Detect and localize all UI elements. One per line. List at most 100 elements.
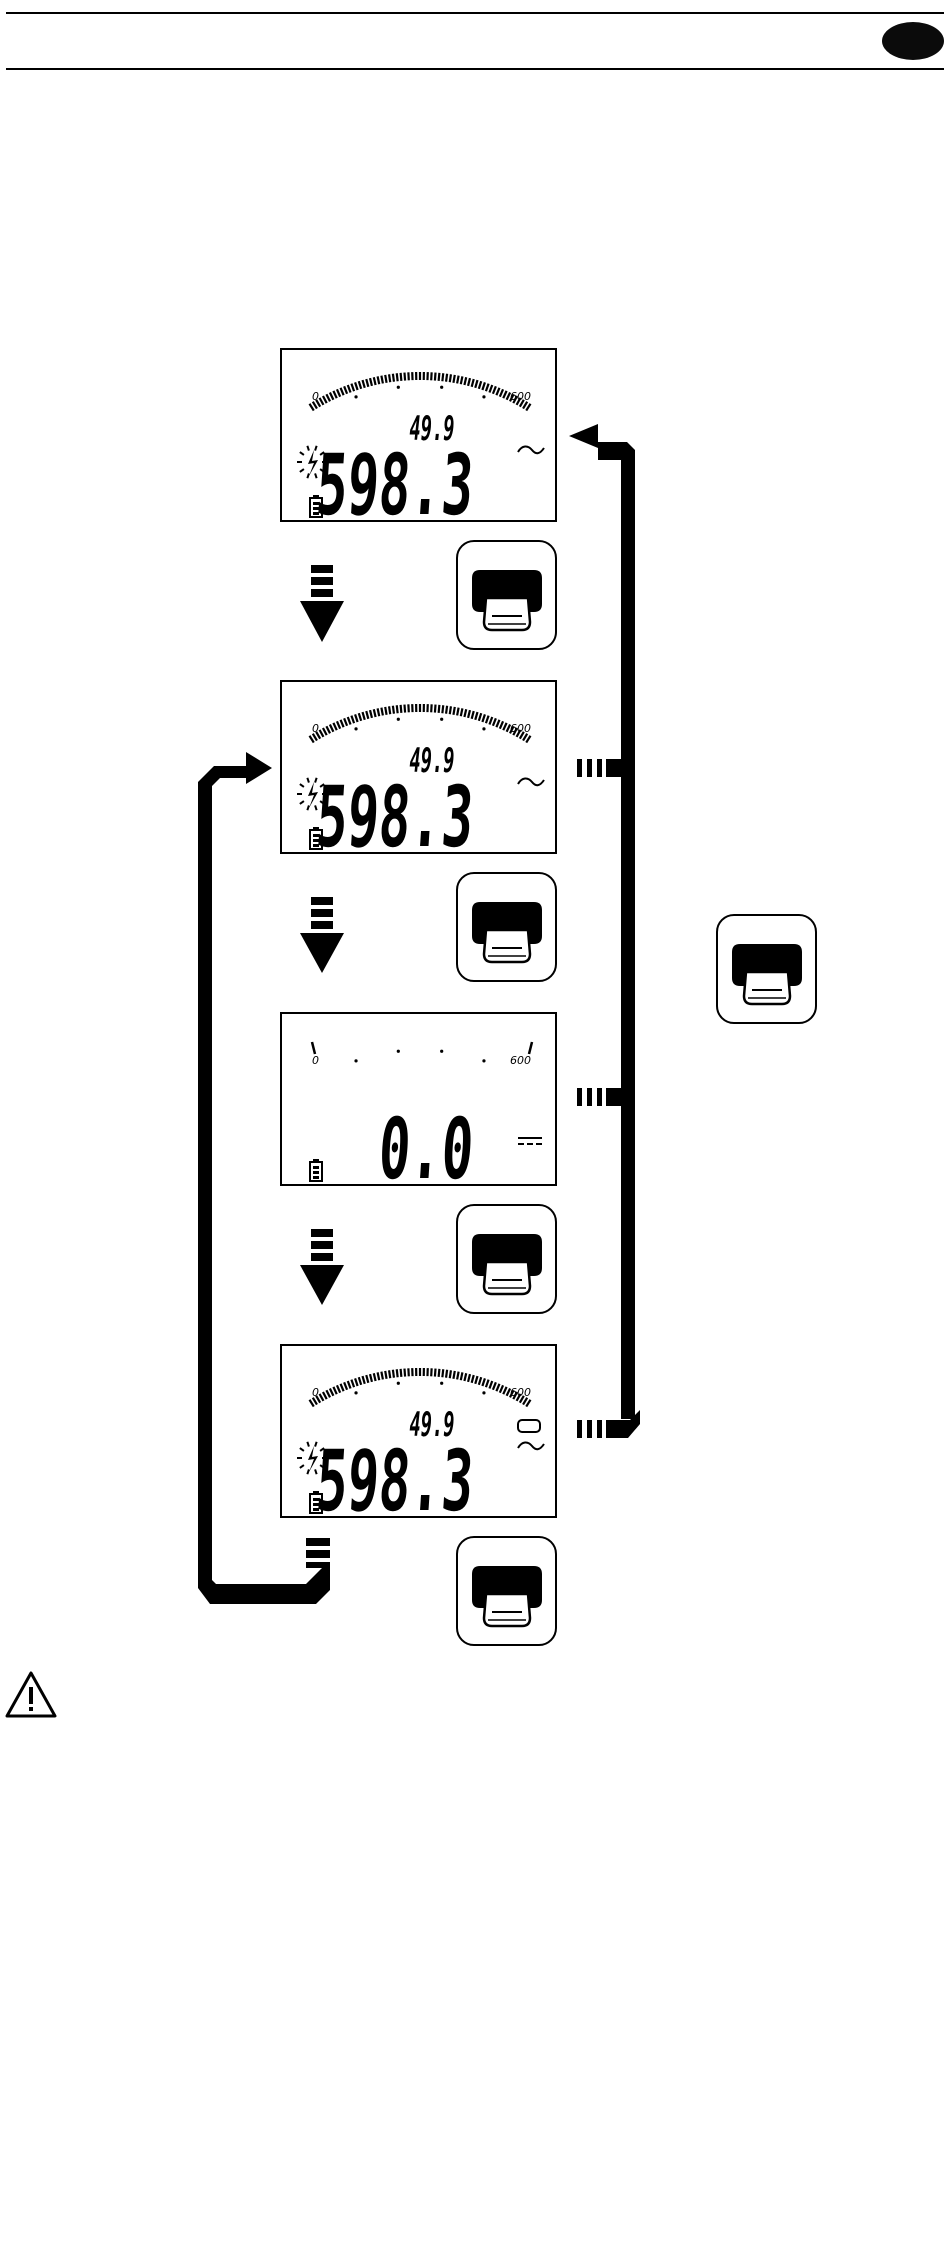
bargraph-segment [475,712,477,720]
dashed-stub-2 [577,1088,621,1106]
bargraph-segment [333,723,336,730]
bargraph-segment [378,708,380,716]
bargraph-segment [503,1387,506,1394]
scale-dot [482,1059,485,1062]
function-key-2[interactable] [456,872,557,982]
bargraph-segment [446,374,447,382]
bargraph-segment [320,1394,324,1401]
bargraph-segment [453,1371,454,1379]
scale-dot [397,1050,400,1053]
bargraph-segment [464,709,466,717]
bargraph-segment [326,394,330,401]
bargraph-segment [450,1370,451,1378]
scale-dot [482,727,485,730]
bargraph-segment [453,707,454,715]
bargraph-segment [461,376,463,384]
bargraph-segment [435,373,436,381]
bargraph-segment [330,393,333,400]
bargraph-segment [333,391,336,398]
bargraph-segment [366,1375,368,1383]
bargraph-segment [366,711,368,719]
bargraph-segment [355,1378,357,1386]
primary-readout: 598.3 [313,1432,476,1520]
bargraph-segment [323,396,327,403]
scale-start-label: 0 [312,390,319,403]
bargraph-segment [363,380,365,388]
bargraph-segment [381,376,382,384]
bargraph-segment [348,385,351,393]
bargraph-segment [496,1384,499,1391]
ac-mode-icon [518,1442,544,1449]
bargraph-segment [320,398,324,405]
bargraph-segment [457,376,458,384]
scale-dot [354,395,357,398]
bargraph-segment [457,708,458,716]
bargraph-segment [482,382,484,390]
bargraph-segment [355,714,357,722]
bargraph-segment [489,1381,492,1389]
bargraph-segment [359,381,361,389]
bargraph-segment [389,706,390,714]
bargraph-segment [401,373,402,381]
bargraph-segment [446,1370,447,1378]
bargraph-segment [381,708,382,716]
function-key-icon [458,874,559,984]
bargraph-segment [472,1375,474,1383]
bargraph-end-right [529,1042,532,1054]
bargraph-segment [378,1372,380,1380]
bargraph-segment [439,373,440,381]
bargraph-segment [320,730,324,737]
bargraph-segment [393,374,394,382]
primary-readout: 0.0 [376,1100,476,1188]
bargraph-segment [397,1369,398,1377]
bargraph-segment [475,1376,477,1384]
bargraph-segment [326,726,330,733]
bargraph-segment [385,1371,386,1379]
bargraph-segment [381,1372,382,1380]
bargraph-segment [393,1370,394,1378]
bargraph-segment [450,706,451,714]
bargraph-segment [370,710,372,718]
bargraph-segment [479,713,481,721]
bargraph-segment [500,1385,503,1392]
bargraph-segment [363,1376,365,1384]
bargraph-segment [401,1369,402,1377]
dashed-stub-1 [577,759,621,777]
function-key-1[interactable] [456,540,557,650]
bargraph-segment [310,404,314,411]
lcd-graphic: 060049.9598.3 [282,1346,559,1520]
lcd-graphic: 060049.9598.3 [282,682,559,856]
bargraph-segment [341,388,344,395]
bargraph-segment [341,1384,344,1391]
scale-start-label: 0 [312,722,319,735]
bargraph-segment [323,728,327,735]
bargraph-segment [450,374,451,382]
function-key-4[interactable] [456,1536,557,1646]
ac-mode-icon [518,446,544,453]
scale-dot [440,1050,443,1053]
bargraph-segment [503,723,506,730]
bargraph-segment [389,1370,390,1378]
bargraph-segment [351,716,354,724]
bargraph-segment [344,718,347,725]
bargraph-segment [472,379,474,387]
bargraph-segment [323,1392,327,1399]
bargraph-segment [464,377,466,385]
bargraph-segment [370,1374,372,1382]
bargraph-segment [493,1382,496,1389]
function-key-long-press[interactable] [716,914,817,1024]
bargraph-segment [439,705,440,713]
bargraph-segment [351,1380,354,1388]
bargraph-segment [493,386,496,393]
function-key-3[interactable] [456,1204,557,1314]
bargraph-segment [344,386,347,393]
bargraph-segment [333,1387,336,1394]
dc-mode-icon [518,1138,542,1144]
scale-dot [354,1391,357,1394]
bargraph-segment [486,716,489,724]
function-key-icon [458,1206,559,1316]
bargraph-segment [468,1374,470,1382]
bargraph-segment [489,385,492,393]
